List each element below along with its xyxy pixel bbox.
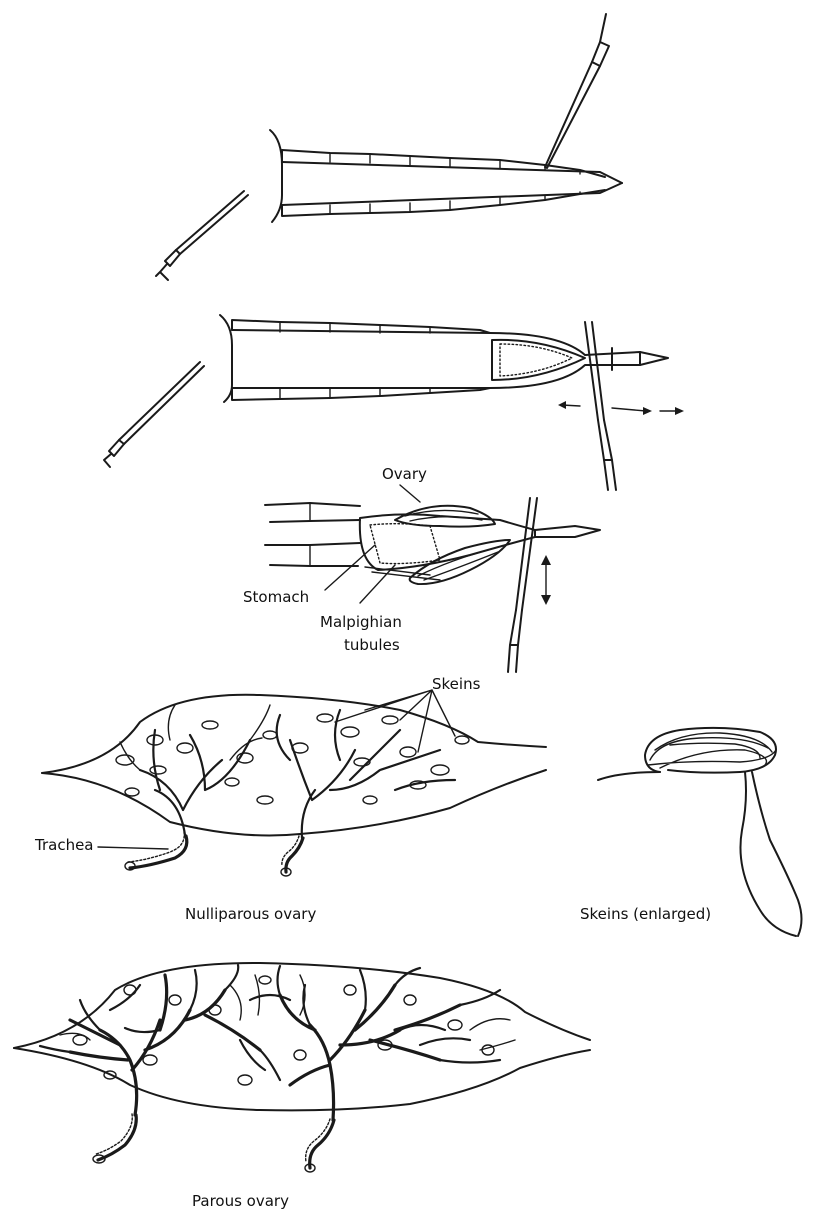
parous-tracheae (93, 1114, 334, 1172)
parous-ovary-caption: Parous ovary (192, 1192, 289, 1210)
step2-lower-needle (104, 362, 204, 467)
stomach-label: Stomach (243, 588, 309, 606)
nulliparous-tracheae (125, 832, 303, 876)
ovary-label: Ovary (382, 465, 427, 483)
parous-ovary (14, 963, 590, 1172)
skeins-enlarged-caption: Skeins (enlarged) (580, 905, 711, 923)
step1-abdomen (270, 130, 622, 222)
nulliparous-ovary (42, 690, 546, 876)
nulliparous-ovary-caption: Nulliparous ovary (185, 905, 316, 923)
step3-updown-arrow (541, 555, 551, 605)
step2-vertical-needle (585, 322, 616, 490)
nulliparous-tracheal-tree (120, 705, 455, 838)
step1-lower-needle (156, 191, 248, 280)
step3-abdomen (265, 503, 600, 584)
step1-upper-needle (545, 14, 609, 168)
malpighian-label-line1: Malpighian (320, 613, 402, 631)
trachea-label: Trachea (35, 836, 94, 854)
step2-arrows (558, 401, 684, 415)
malpighian-label-line2: tubules (344, 636, 400, 654)
trachea-leader (98, 847, 168, 849)
skeins-label: Skeins (432, 675, 480, 693)
